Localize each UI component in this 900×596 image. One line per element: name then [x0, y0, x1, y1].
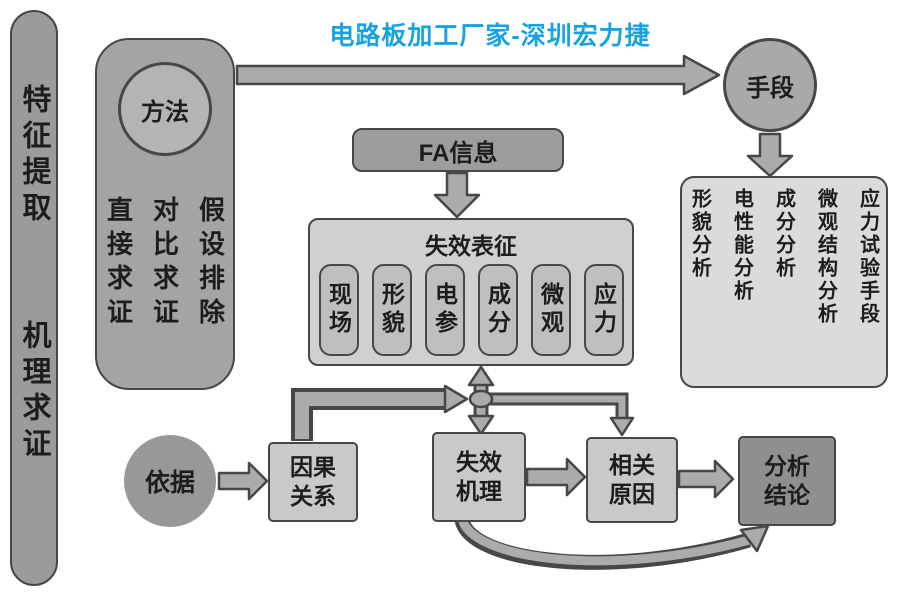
method-column-direct: 直接求证	[103, 196, 134, 332]
method-circle-label: 方法	[141, 98, 189, 126]
method-columns: 直接求证 对比求证 假设排除	[97, 196, 233, 332]
characterization-chip-micro: 微观	[530, 264, 571, 356]
arrow-characterization-mechanism-bidirectional	[467, 365, 495, 436]
fa-info-box: FA信息	[352, 128, 564, 172]
analysis-methods-panel: 形貌分析 电性能分析 成分分析 微观结构分析 应力试验手段	[680, 176, 888, 388]
fa-info-label: FA信息	[418, 139, 498, 167]
means-circle: 手段	[723, 38, 817, 132]
characterization-chip-morphology: 形貌	[371, 264, 412, 356]
arrow-mechanism-to-cause	[525, 457, 587, 497]
arrow-junction-to-cause	[481, 392, 635, 437]
method-circle: 方法	[118, 62, 212, 156]
node-failure-mechanism: 失效 机理	[432, 432, 526, 522]
method-column-compare: 对比求证	[149, 196, 180, 332]
method-panel: 方法 直接求证 对比求证 假设排除	[95, 38, 235, 390]
analysis-method-composition: 成分分析	[772, 188, 795, 280]
basis-circle-label: 依据	[144, 469, 195, 497]
arrow-fa-down	[433, 171, 481, 219]
characterization-chip-stress: 应力	[583, 264, 624, 356]
analysis-method-morphology: 形貌分析	[688, 188, 711, 280]
analysis-method-electrical: 电性能分析	[730, 188, 753, 303]
characterization-chip-row: 现场 形貌 电参 成分 微观 应力	[310, 264, 632, 356]
characterization-chip-site: 现场	[318, 264, 359, 356]
node-related-cause: 相关 原因	[586, 437, 678, 523]
characterization-chip-composition: 成分	[477, 264, 518, 356]
arrow-method-to-means	[235, 54, 721, 96]
analysis-method-microstructure: 微观结构分析	[814, 188, 837, 326]
arrow-basis-to-causal	[217, 461, 269, 501]
junction-node	[468, 389, 494, 409]
page-title: 电路板加工厂家-深圳宏力捷	[329, 22, 651, 50]
node-causal-relationship: 因果 关系	[268, 442, 358, 522]
method-column-hypothesis: 假设排除	[195, 196, 226, 332]
analysis-method-stress-test: 应力试验手段	[856, 188, 879, 326]
basis-circle: 依据	[124, 435, 216, 527]
characterization-chip-electrical: 电参	[424, 264, 465, 356]
left-bar-label-bottom: 机理求证	[18, 320, 50, 464]
failure-characterization-title: 失效表征	[425, 233, 517, 259]
arrow-means-down	[746, 132, 794, 178]
left-bar-label-top: 特征提取	[18, 84, 50, 228]
arrow-mechanism-to-conclusion-curved	[454, 516, 770, 570]
arrow-causal-to-junction	[291, 384, 469, 441]
node-analysis-conclusion: 分析 结论	[738, 436, 836, 526]
failure-characterization-panel: 失效表征 现场 形貌 电参 成分 微观 应力	[308, 218, 634, 366]
means-circle-label: 手段	[746, 74, 794, 102]
arrow-cause-to-conclusion	[677, 459, 735, 499]
feature-extraction-bar: 特征提取 机理求证	[10, 10, 58, 586]
